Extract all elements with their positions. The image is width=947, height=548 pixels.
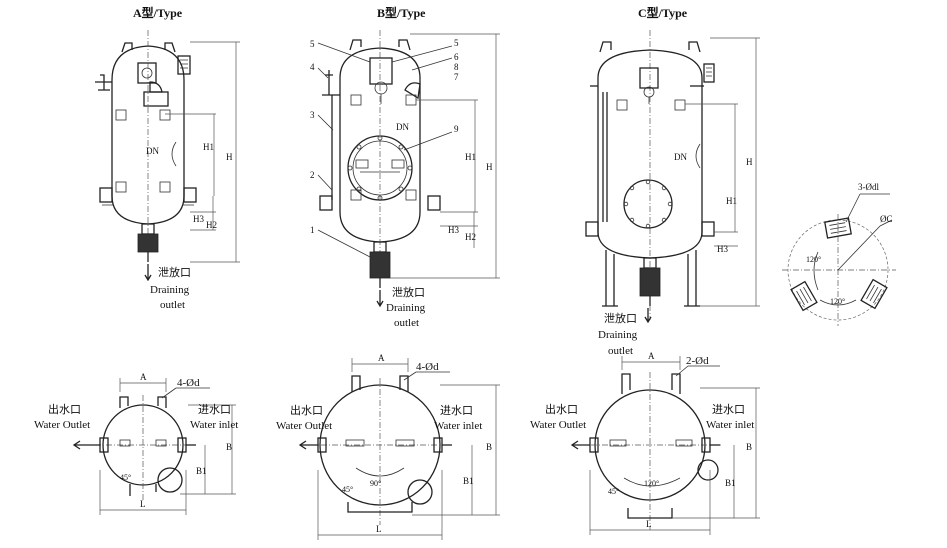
type-c-outlet-cn: 出水口 [545, 402, 578, 416]
type-c-dim-l: L [646, 519, 652, 529]
type-c-elevation: DN H H1 H3 泄放口 Draining [585, 30, 760, 357]
type-a-dim-b: B [226, 442, 232, 452]
type-a-outlet-cn: 出水口 [48, 402, 81, 416]
type-b-outlet-cn: 出水口 [290, 403, 323, 417]
leg-dim-phic: ØC [880, 214, 893, 224]
type-c-dim-h: H [746, 157, 753, 167]
type-b-part-6: 6 [454, 52, 459, 62]
leg-holes-3: 3-Ødl [858, 182, 879, 192]
type-b-dim-h1: H1 [465, 152, 476, 162]
type-c-dn-label: DN [674, 152, 687, 162]
type-c-angle-45: 45° [608, 487, 619, 496]
type-b-drain-en2: outlet [394, 317, 419, 329]
type-b-inlet-en: Water inlet [434, 420, 482, 432]
type-b-part-7: 7 [454, 72, 459, 82]
type-a-angle-45: 45° [120, 473, 131, 482]
type-c-angle-120: 120° [644, 479, 659, 488]
leg-angle-bottom: 120° [830, 297, 845, 306]
title-type-b: B型/Type [377, 5, 426, 20]
title-type-a: A型/Type [133, 5, 183, 20]
type-a-elevation: DN H H1 H3 H2 泄放口 Draining outlet [95, 30, 240, 311]
type-b-dim-b1: B1 [463, 476, 474, 486]
type-b-holes: 4-Ød [416, 361, 439, 373]
type-a-dim-h: H [226, 152, 233, 162]
type-a-inlet-en: Water inlet [190, 419, 238, 431]
type-c-plan: 120° 45° A 2-Ød L B B1 出水口 Water Outlet … [530, 351, 760, 535]
type-a-inlet-cn: 进水口 [198, 403, 231, 416]
type-c-dim-b: B [746, 442, 752, 452]
type-a-drain-en1: Draining [150, 284, 190, 296]
type-b-part-9: 9 [454, 124, 459, 134]
title-type-c: C型/Type [638, 5, 688, 20]
type-c-drain-en1: Draining [598, 329, 638, 341]
type-b-outlet-en: Water Outlet [276, 420, 332, 432]
type-b-elevation: 5 4 3 2 1 5 6 8 7 9 DN H H1 H3 H2 泄放口 Dr… [310, 30, 500, 329]
type-b-part-4: 4 [310, 62, 315, 72]
leg-angle-left: 120° [806, 255, 821, 264]
type-c-inlet-cn: 进水口 [712, 403, 745, 416]
type-a-dim-h2: H2 [206, 220, 217, 230]
type-b-part-2: 2 [310, 170, 315, 180]
type-a-dim-l: L [140, 499, 146, 509]
type-c-drain-en2: outlet [608, 345, 633, 357]
type-b-angle-90: 90° [370, 479, 381, 488]
type-b-part-1: 1 [310, 225, 315, 235]
type-b-angle-45: 45° [342, 485, 353, 494]
type-b-drain-en1: Draining [386, 302, 426, 314]
type-c-dim-a: A [648, 351, 655, 361]
type-b-inlet-cn: 进水口 [440, 404, 473, 417]
type-b-dim-h2: H2 [465, 232, 476, 242]
type-b-part-8: 8 [454, 62, 459, 72]
type-c-leg-layout: ØC 3-Ødl 120° 120° [782, 182, 896, 326]
type-c-dim-h1: H1 [726, 196, 737, 206]
type-a-dim-a: A [140, 372, 147, 382]
type-c-dim-b1: B1 [725, 478, 736, 488]
type-b-dim-a: A [378, 353, 385, 363]
type-a-outlet-en: Water Outlet [34, 419, 90, 431]
type-b-dim-b: B [486, 442, 492, 452]
type-b-drain-cn: 泄放口 [392, 285, 425, 299]
type-a-dim-h1: H1 [203, 142, 214, 152]
type-a-dn-label: DN [146, 146, 159, 156]
type-b-dim-h3: H3 [448, 225, 459, 235]
type-a-drain-cn: 泄放口 [158, 265, 191, 279]
type-a-holes: 4-Ød [177, 377, 200, 389]
type-a-dim-h3: H3 [193, 214, 204, 224]
type-b-dn-label: DN [396, 122, 409, 132]
type-b-part-3: 3 [310, 110, 315, 120]
type-c-drain-cn: 泄放口 [604, 311, 637, 325]
type-c-inlet-en: Water inlet [706, 419, 754, 431]
type-c-dim-h3: H3 [717, 244, 728, 254]
type-c-holes: 2-Ød [686, 355, 709, 367]
type-a-plan: A 4-Ød L B B1 45° 出水口 Water Outlet 进水口 W… [34, 372, 238, 515]
type-b-dim-h: H [486, 162, 493, 172]
type-b-plan: 90° 45° A 4-Ød L B B1 出水口 Water Outlet 进… [276, 353, 500, 540]
type-a-drain-en2: outlet [160, 299, 185, 311]
type-b-dim-l: L [376, 524, 382, 534]
type-b-part-5-left: 5 [310, 39, 315, 49]
type-c-outlet-en: Water Outlet [530, 419, 586, 431]
type-a-dim-b1: B1 [196, 466, 207, 476]
type-b-part-5-right: 5 [454, 38, 459, 48]
